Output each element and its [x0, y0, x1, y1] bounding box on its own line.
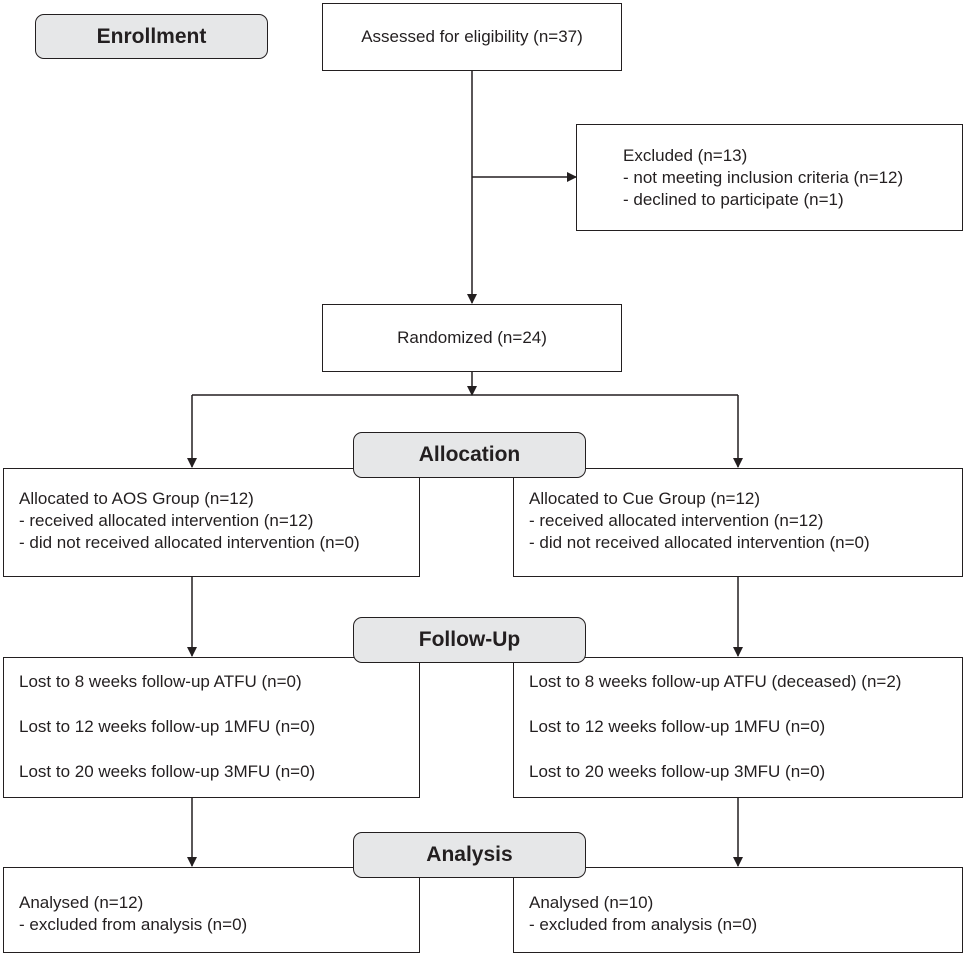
followup-aos-item: Lost to 12 weeks follow-up 1MFU (n=0) [19, 717, 316, 736]
stage-label-allocation: Allocation [353, 432, 586, 478]
stage-label-analysis: Analysis [353, 832, 586, 878]
excluded-item: - declined to participate (n=1) [623, 190, 844, 209]
excluded-title: Excluded (n=13) [623, 146, 748, 165]
stage-label-enrollment: Enrollment [35, 14, 268, 59]
followup-cue-item: Lost to 8 weeks follow-up ATFU (deceased… [529, 672, 902, 691]
analysis-cue-box: Analysed (n=10) - excluded from analysis… [513, 867, 963, 953]
followup-cue-box: Lost to 8 weeks follow-up ATFU (deceased… [513, 657, 963, 798]
analysis-aos-box: Analysed (n=12) - excluded from analysis… [3, 867, 420, 953]
analysis-cue-title: Analysed (n=10) [529, 893, 654, 912]
randomized-text: Randomized (n=24) [397, 328, 547, 347]
followup-aos-item: Lost to 20 weeks follow-up 3MFU (n=0) [19, 762, 316, 781]
allocation-aos-title: Allocated to AOS Group (n=12) [19, 489, 254, 508]
allocation-cue-box: Allocated to Cue Group (n=12) - received… [513, 468, 963, 577]
allocation-aos-box: Allocated to AOS Group (n=12) - received… [3, 468, 420, 577]
analysis-cue-item: - excluded from analysis (n=0) [529, 915, 758, 934]
stage-label-analysis-text: Analysis [426, 843, 513, 866]
allocation-aos-item: - did not received allocated interventio… [19, 533, 360, 552]
allocation-cue-item: - did not received allocated interventio… [529, 533, 870, 552]
analysis-aos-title: Analysed (n=12) [19, 893, 144, 912]
randomized-box: Randomized (n=24) [322, 304, 622, 372]
assessed-text: Assessed for eligibility (n=37) [361, 27, 583, 46]
followup-cue-item: Lost to 12 weeks follow-up 1MFU (n=0) [529, 717, 826, 736]
followup-aos-box: Lost to 8 weeks follow-up ATFU (n=0) Los… [3, 657, 420, 798]
stage-label-follow-up-text: Follow-Up [418, 628, 521, 651]
excluded-box: Excluded (n=13) - not meeting inclusion … [576, 124, 963, 231]
stage-label-follow-up: Follow-Up [353, 617, 586, 663]
followup-aos-item: Lost to 8 weeks follow-up ATFU (n=0) [19, 672, 302, 691]
allocation-aos-item: - received allocated intervention (n=12) [19, 511, 314, 530]
excluded-item: - not meeting inclusion criteria (n=12) [623, 168, 904, 187]
assessed-box: Assessed for eligibility (n=37) [322, 3, 622, 71]
allocation-cue-title: Allocated to Cue Group (n=12) [529, 489, 761, 508]
stage-label-allocation-text: Allocation [418, 443, 521, 466]
analysis-aos-item: - excluded from analysis (n=0) [19, 915, 248, 934]
stage-label-enrollment-text: Enrollment [96, 24, 207, 48]
followup-cue-item: Lost to 20 weeks follow-up 3MFU (n=0) [529, 762, 826, 781]
allocation-cue-item: - received allocated intervention (n=12) [529, 511, 824, 530]
